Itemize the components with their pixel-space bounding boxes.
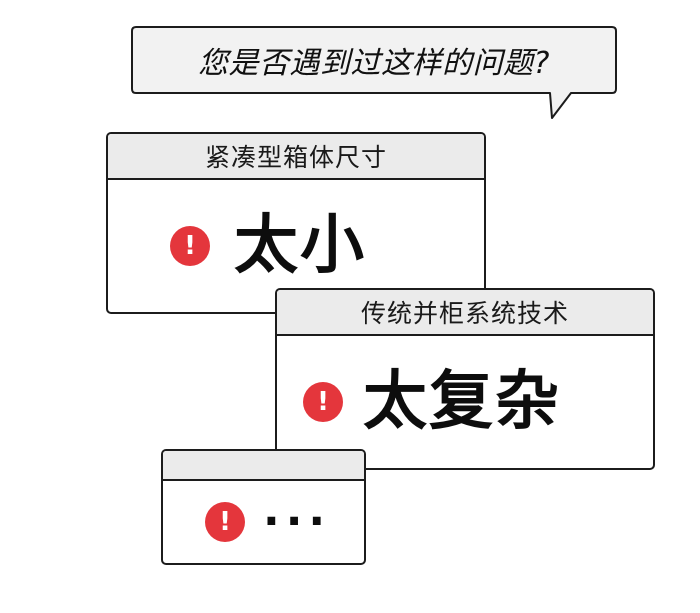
dialog-compact-size: 紧凑型箱体尺寸 ! 太小: [106, 132, 486, 314]
dialog-body: ! ···: [163, 481, 364, 563]
dialog-title: 紧凑型箱体尺寸: [108, 134, 484, 180]
ellipsis-text: ···: [263, 496, 332, 547]
speech-bubble-shape: [131, 26, 617, 119]
dialog-message: 太小: [234, 209, 366, 283]
dialog-body: ! 太小: [108, 180, 484, 312]
exclamation-icon: !: [205, 502, 245, 542]
dialog-title: 传统并柜系统技术: [277, 290, 653, 336]
dialog-more: ! ···: [161, 449, 366, 565]
question-text: 您是否遇到过这样的问题?: [198, 46, 550, 81]
dialog-traditional-system: 传统并柜系统技术 ! 太复杂: [275, 288, 655, 470]
exclamation-icon: !: [303, 382, 343, 422]
dialog-message: 太复杂: [363, 365, 561, 439]
dialog-body: ! 太复杂: [277, 336, 653, 468]
dialog-title: [163, 451, 364, 481]
exclamation-icon: !: [170, 226, 210, 266]
question-speech-bubble: 您是否遇到过这样的问题?: [131, 26, 617, 122]
